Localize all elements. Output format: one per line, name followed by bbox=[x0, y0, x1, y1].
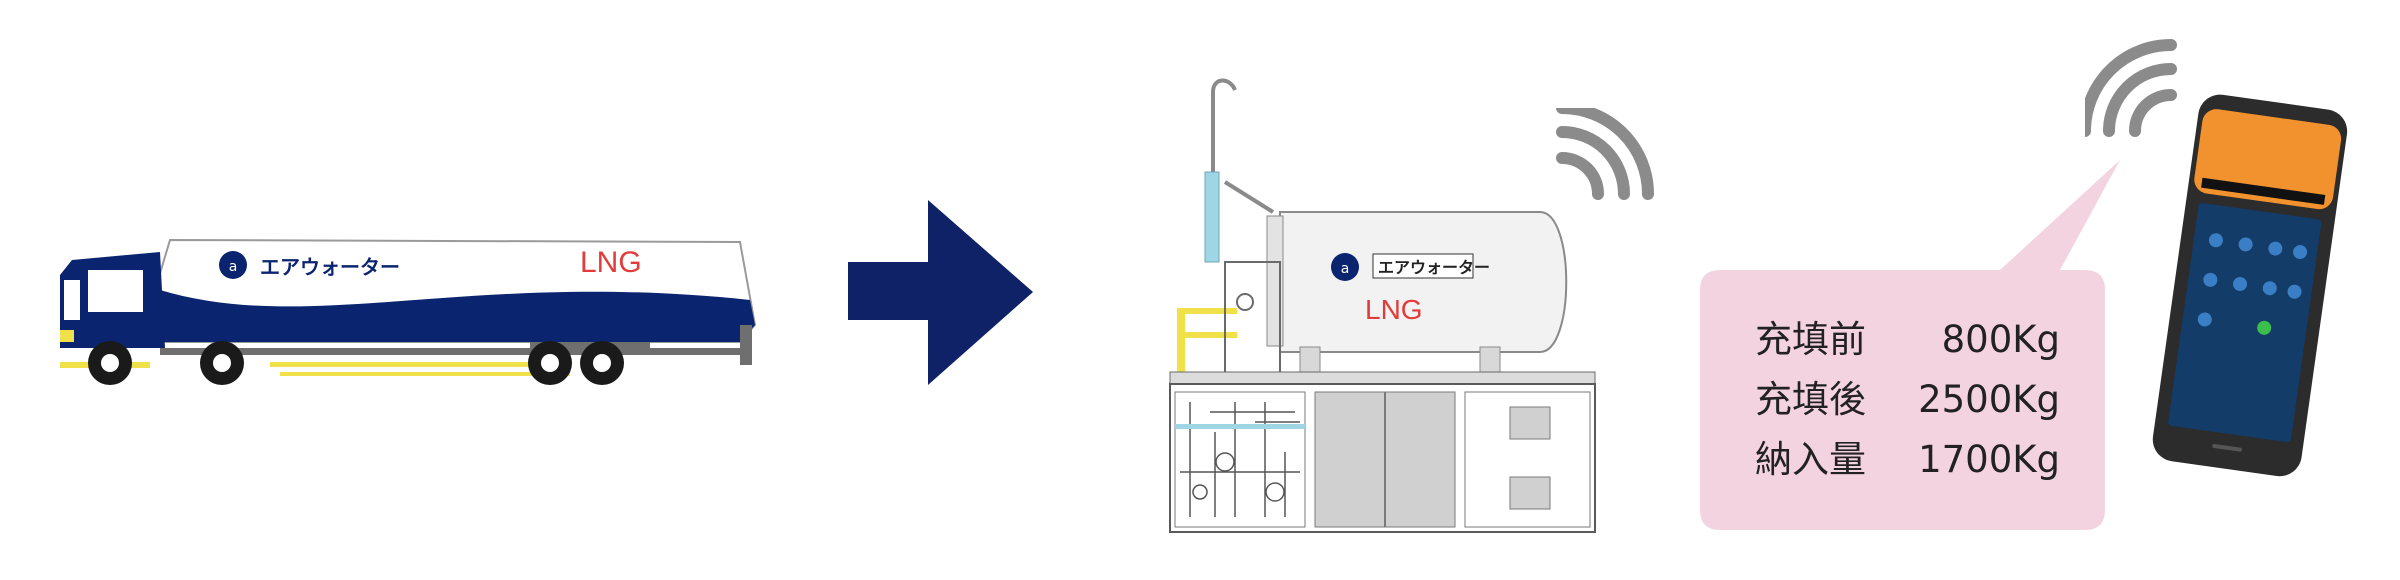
callout-value: 1700Kg bbox=[1918, 438, 2060, 481]
tank-lng-label: LNG bbox=[1365, 294, 1423, 325]
callout-row-before: 充填前 800Kg bbox=[1755, 310, 2060, 370]
callout-label: 充填後 bbox=[1755, 378, 1866, 421]
callout-value: 800Kg bbox=[1941, 318, 2060, 361]
callout-label: 納入量 bbox=[1755, 438, 1866, 481]
callout-value: 2500Kg bbox=[1918, 378, 2060, 421]
handheld-terminal bbox=[2152, 94, 2348, 477]
truck-logo-text: エアウォーター bbox=[260, 255, 400, 279]
lng-tanker-truck: a エアウォーター LNG bbox=[60, 238, 757, 385]
callout-label: 充填前 bbox=[1755, 318, 1866, 361]
truck-lng-label: LNG bbox=[580, 246, 642, 279]
logo-mark-icon: a bbox=[219, 251, 247, 279]
wifi-icon bbox=[1556, 108, 1654, 200]
callout-bubble bbox=[1700, 160, 2120, 530]
wifi-icon bbox=[2085, 39, 2177, 137]
callout-row-after: 充填後 2500Kg bbox=[1755, 370, 2060, 430]
arrow-right-icon bbox=[848, 200, 1033, 385]
svg-text:a: a bbox=[1341, 261, 1350, 277]
lng-storage-unit: a エアウォーター LNG bbox=[1169, 78, 1596, 533]
svg-text:a: a bbox=[229, 259, 238, 275]
callout-text: 充填前 800Kg 充填後 2500Kg 納入量 1700Kg bbox=[1755, 310, 2060, 490]
tank-logo-text: エアウォーター bbox=[1378, 258, 1490, 277]
callout-row-delivered: 納入量 1700Kg bbox=[1755, 430, 2060, 490]
logo-mark-icon: a bbox=[1331, 253, 1359, 281]
